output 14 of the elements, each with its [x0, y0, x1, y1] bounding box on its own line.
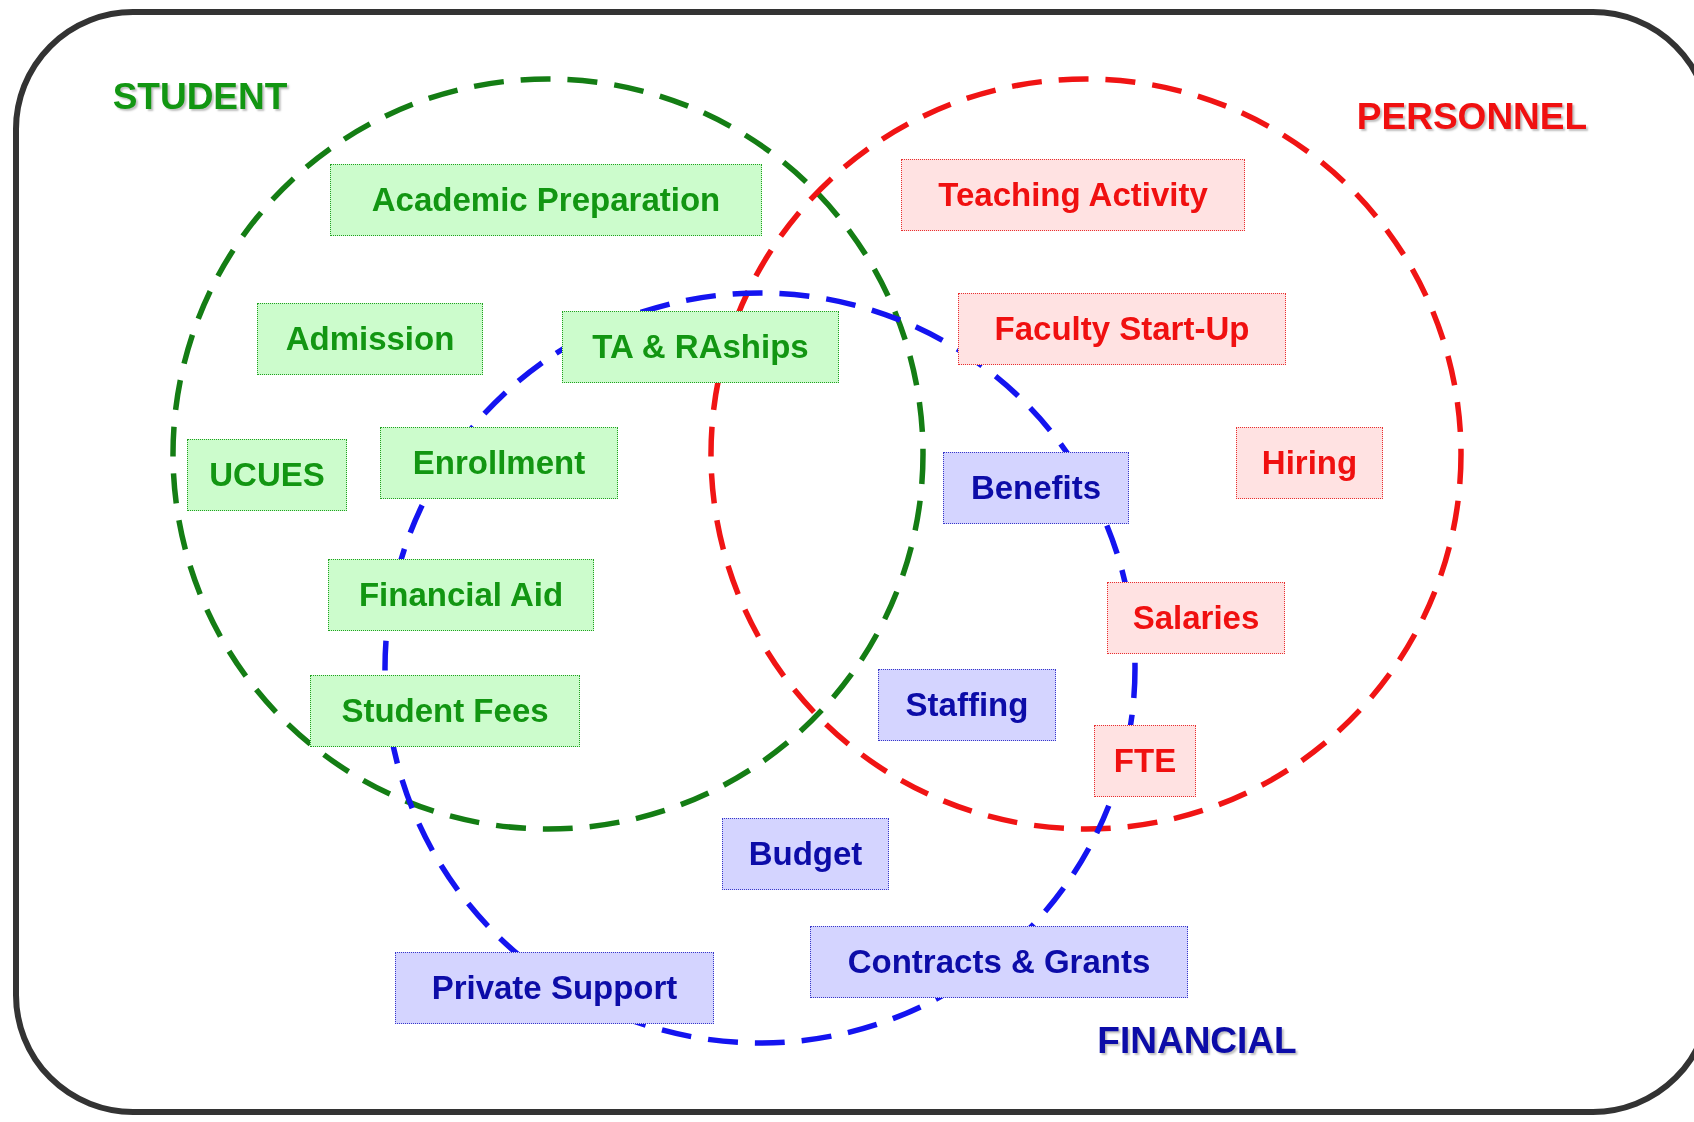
- topic-box: TA & RAships: [562, 311, 839, 383]
- topic-box: Hiring: [1236, 427, 1383, 499]
- topic-box: Staffing: [878, 669, 1056, 741]
- set-label: FINANCIAL: [1097, 1020, 1297, 1062]
- set-label: PERSONNEL: [1356, 96, 1588, 138]
- topic-box: Enrollment: [380, 427, 618, 499]
- topic-box: Private Support: [395, 952, 714, 1024]
- topic-box: Admission: [257, 303, 483, 375]
- topic-box: Teaching Activity: [901, 159, 1245, 231]
- topic-box: UCUES: [187, 439, 347, 511]
- set-label: STUDENT: [112, 76, 288, 118]
- topic-box: Budget: [722, 818, 889, 890]
- topic-box: Contracts & Grants: [810, 926, 1188, 998]
- topic-box: Benefits: [943, 452, 1129, 524]
